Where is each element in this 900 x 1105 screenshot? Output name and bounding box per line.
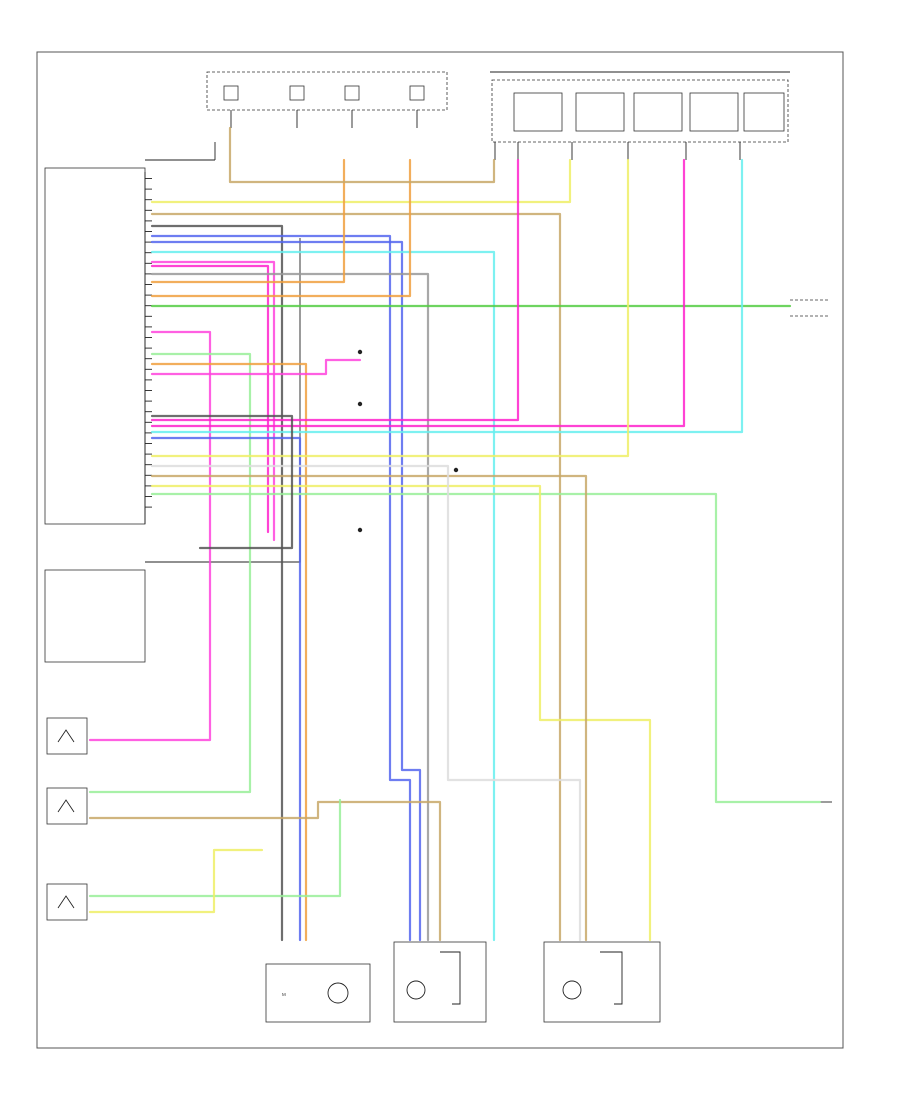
wire-white_wire [150, 464, 582, 942]
wire-yellow [150, 158, 572, 204]
wire-yellow [150, 158, 630, 458]
diagram-frame [36, 51, 844, 1049]
wire-harness [88, 126, 822, 942]
fuse-4 [409, 85, 425, 101]
splice-dot [357, 527, 363, 533]
wire-pink [88, 330, 212, 742]
fuse-1 [223, 85, 239, 101]
blower-motor: M [265, 963, 371, 1023]
wire-cyan [150, 158, 744, 434]
wire-blue [150, 436, 302, 942]
actuator-right [543, 941, 661, 1023]
wire-magenta [150, 264, 270, 534]
wire-pink [150, 358, 362, 376]
fuse-3 [344, 85, 360, 101]
wire-yellow [88, 848, 264, 914]
sensor-1 [46, 717, 88, 755]
wire-tan [228, 126, 496, 184]
actuator-left [393, 941, 487, 1023]
sensor-2 [46, 787, 88, 825]
splice-dot [357, 401, 363, 407]
wire-darkgray [150, 414, 294, 550]
module-pin-labels [145, 178, 152, 508]
wire-lightgreen [88, 798, 342, 898]
actuator-1 [513, 92, 563, 132]
wire-lightgreen [150, 492, 822, 804]
wire-orange [150, 158, 412, 298]
wire-lightgreen [88, 352, 252, 794]
sensor-3 [46, 883, 88, 921]
fuse-2 [289, 85, 305, 101]
wire-blue [150, 240, 422, 942]
splice-dot [453, 467, 459, 473]
actuator-2 [575, 92, 625, 132]
wire-yellow [150, 484, 652, 942]
wire-magenta [150, 158, 686, 428]
fuse-block [206, 71, 448, 128]
wire-pink [150, 260, 276, 542]
wire-darkgray [150, 224, 284, 942]
actuator-5 [743, 92, 785, 132]
svg-text:M: M [282, 992, 286, 997]
actuator-4 [689, 92, 739, 132]
wire-magenta [150, 158, 520, 422]
wire-tan [150, 474, 588, 942]
wire-orange [150, 362, 308, 942]
right-connector-top [790, 299, 830, 317]
wire-blue [150, 234, 412, 942]
control-module [44, 142, 216, 525]
wire-tan [88, 800, 442, 942]
wire-tan [150, 212, 562, 942]
actuator-3 [633, 92, 683, 132]
wire-gray [150, 272, 430, 942]
splice-dot [357, 349, 363, 355]
sub-module [44, 238, 301, 663]
wire-cyan [150, 250, 496, 942]
wire-orange [150, 158, 346, 284]
actuator-group [490, 71, 790, 160]
